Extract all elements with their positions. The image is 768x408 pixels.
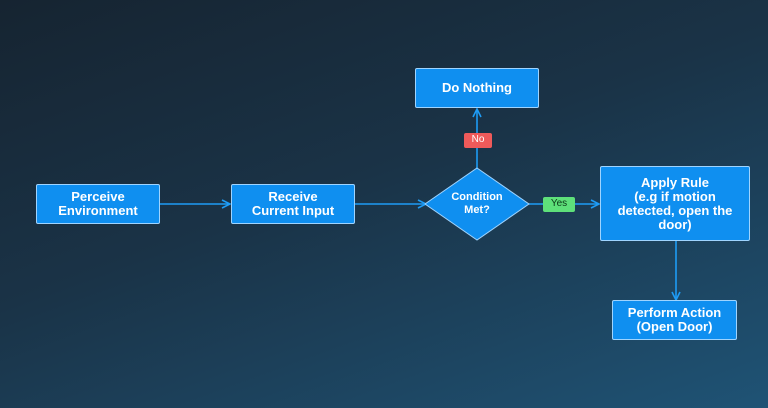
no-branch-badge: No [464, 133, 492, 148]
condition-diamond [424, 167, 530, 241]
receive-current-input-node: Receive Current Input [231, 184, 355, 224]
apply-rule-node: Apply Rule (e.g if motion detected, open… [600, 166, 750, 241]
do-nothing-node: Do Nothing [415, 68, 539, 108]
perform-action-node: Perform Action (Open Door) [612, 300, 737, 340]
yes-branch-badge: Yes [543, 197, 575, 212]
perceive-environment-node: Perceive Environment [36, 184, 160, 224]
condition-met-label: Condition Met? [451, 191, 503, 216]
